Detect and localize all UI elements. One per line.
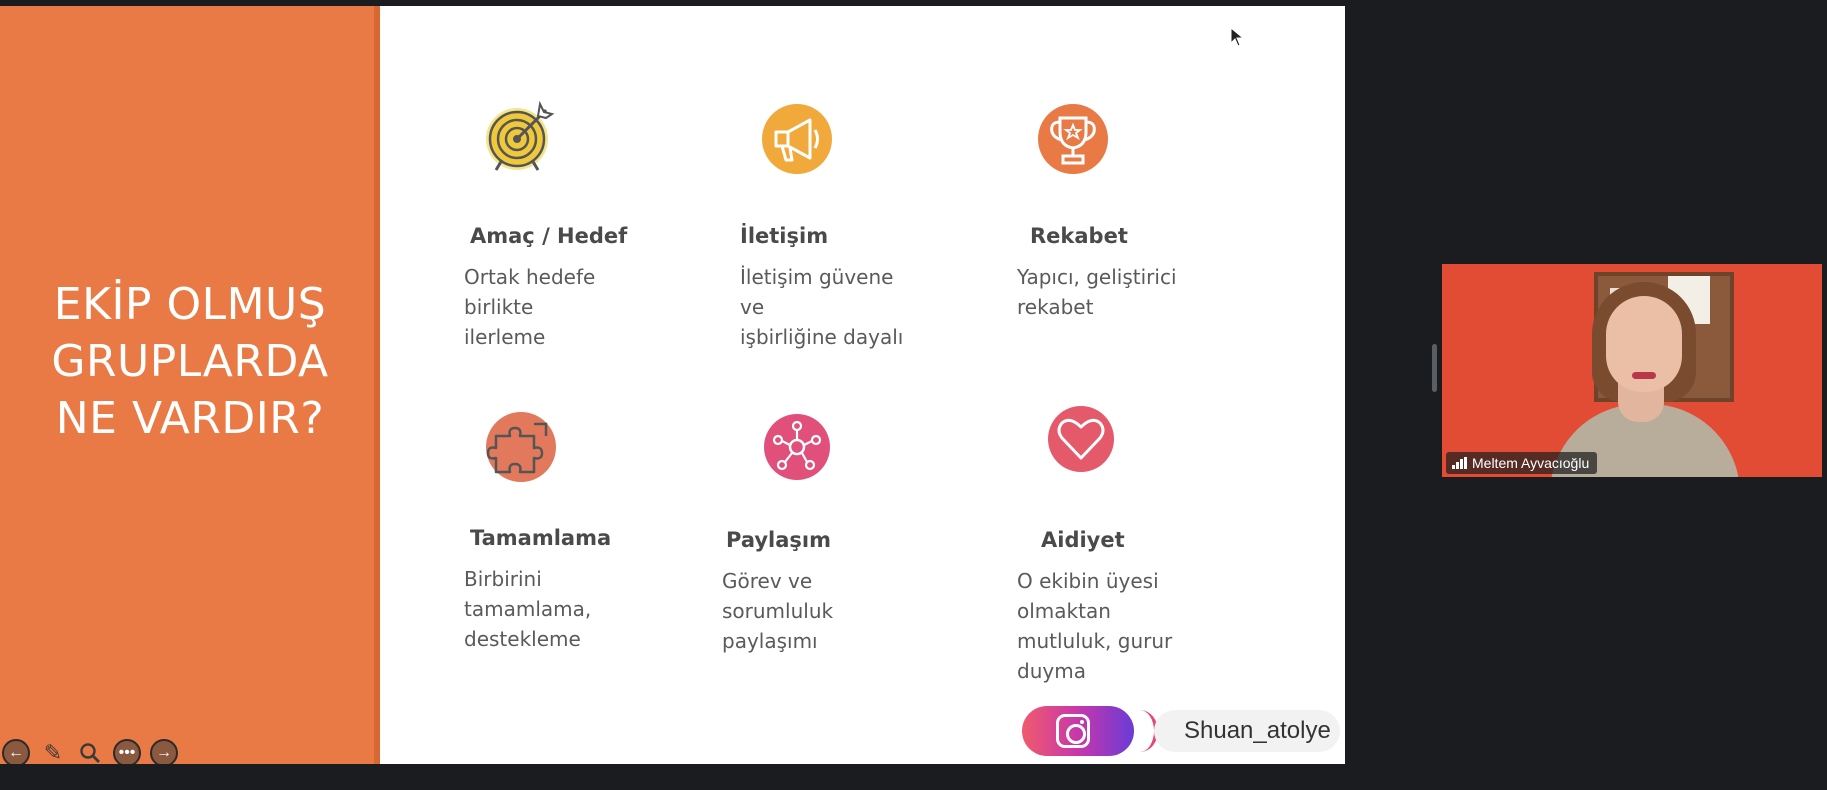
feature-title: Aidiyet xyxy=(1041,528,1125,552)
feature-grid: Amaç / Hedef Ortak hedefe birlikte ilerl… xyxy=(380,6,1345,764)
signal-strength-icon xyxy=(1452,457,1468,469)
target-icon xyxy=(484,98,558,172)
feature-description: Birbirini tamamlama, destekleme xyxy=(464,567,592,651)
slide-title: EKİP OLMUŞ GRUPLARDA NE VARDIR? xyxy=(0,276,380,447)
slide-title-line-3: NE VARDIR? xyxy=(55,393,325,444)
heart-icon xyxy=(1044,402,1118,476)
zoom-button[interactable] xyxy=(76,739,104,764)
more-icon: ••• xyxy=(118,744,136,761)
arrow-right-icon: → xyxy=(156,744,172,761)
more-options-button[interactable]: ••• xyxy=(113,739,141,764)
instagram-badge xyxy=(1022,706,1134,756)
slide-title-line-2: GRUPLARDA xyxy=(51,336,329,387)
participant-name-tag: Meltem Ayvacıoğlu xyxy=(1446,452,1598,474)
participant-name: Meltem Ayvacıoğlu xyxy=(1472,455,1590,471)
puzzle-icon xyxy=(484,410,558,484)
feature-title: Tamamlama xyxy=(470,526,612,550)
instagram-icon xyxy=(1056,714,1090,748)
pen-icon: ✎ xyxy=(43,740,63,764)
arrow-left-icon: ← xyxy=(8,744,24,761)
network-icon xyxy=(760,410,834,484)
person-lips xyxy=(1632,372,1656,379)
mouse-cursor-icon xyxy=(1230,27,1245,47)
trophy-icon xyxy=(1036,102,1110,176)
feature-description: İletişim güvene ve işbirliğine dayalı xyxy=(740,265,904,349)
pen-tool-button[interactable]: ✎ xyxy=(39,739,67,764)
instagram-arc-decoration xyxy=(1122,710,1158,752)
slide-title-line-1: EKİP OLMUŞ xyxy=(53,279,327,330)
feature-title: İletişim xyxy=(740,224,829,248)
feature-description: Görev ve sorumluluk paylaşımı xyxy=(722,569,834,653)
next-slide-button[interactable]: → xyxy=(150,739,178,764)
zoom-icon xyxy=(80,743,100,763)
megaphone-icon xyxy=(760,102,834,176)
feature-description: O ekibin üyesi olmaktan mutluluk, gurur … xyxy=(1017,569,1173,683)
participant-video-tile[interactable]: Meltem Ayvacıoğlu xyxy=(1442,264,1822,477)
shared-slide: EKİP OLMUŞ GRUPLARDA NE VARDIR? xyxy=(0,6,1345,764)
instagram-handle: Shuan_atolye xyxy=(1154,710,1340,752)
instagram-watermark: Shuan_atolye xyxy=(1022,706,1340,756)
feature-description: Ortak hedefe birlikte ilerleme xyxy=(464,265,596,349)
panel-resize-handle[interactable] xyxy=(1432,344,1437,392)
presentation-toolbar: ← ✎ ••• → xyxy=(2,739,178,764)
feature-title: Paylaşım xyxy=(726,528,831,552)
feature-title: Amaç / Hedef xyxy=(470,224,628,248)
prev-slide-button[interactable]: ← xyxy=(2,739,30,764)
feature-title: Rekabet xyxy=(1030,224,1128,248)
slide-title-panel: EKİP OLMUŞ GRUPLARDA NE VARDIR? xyxy=(0,6,380,764)
feature-description: Yapıcı, geliştirici rekabet xyxy=(1017,265,1177,319)
